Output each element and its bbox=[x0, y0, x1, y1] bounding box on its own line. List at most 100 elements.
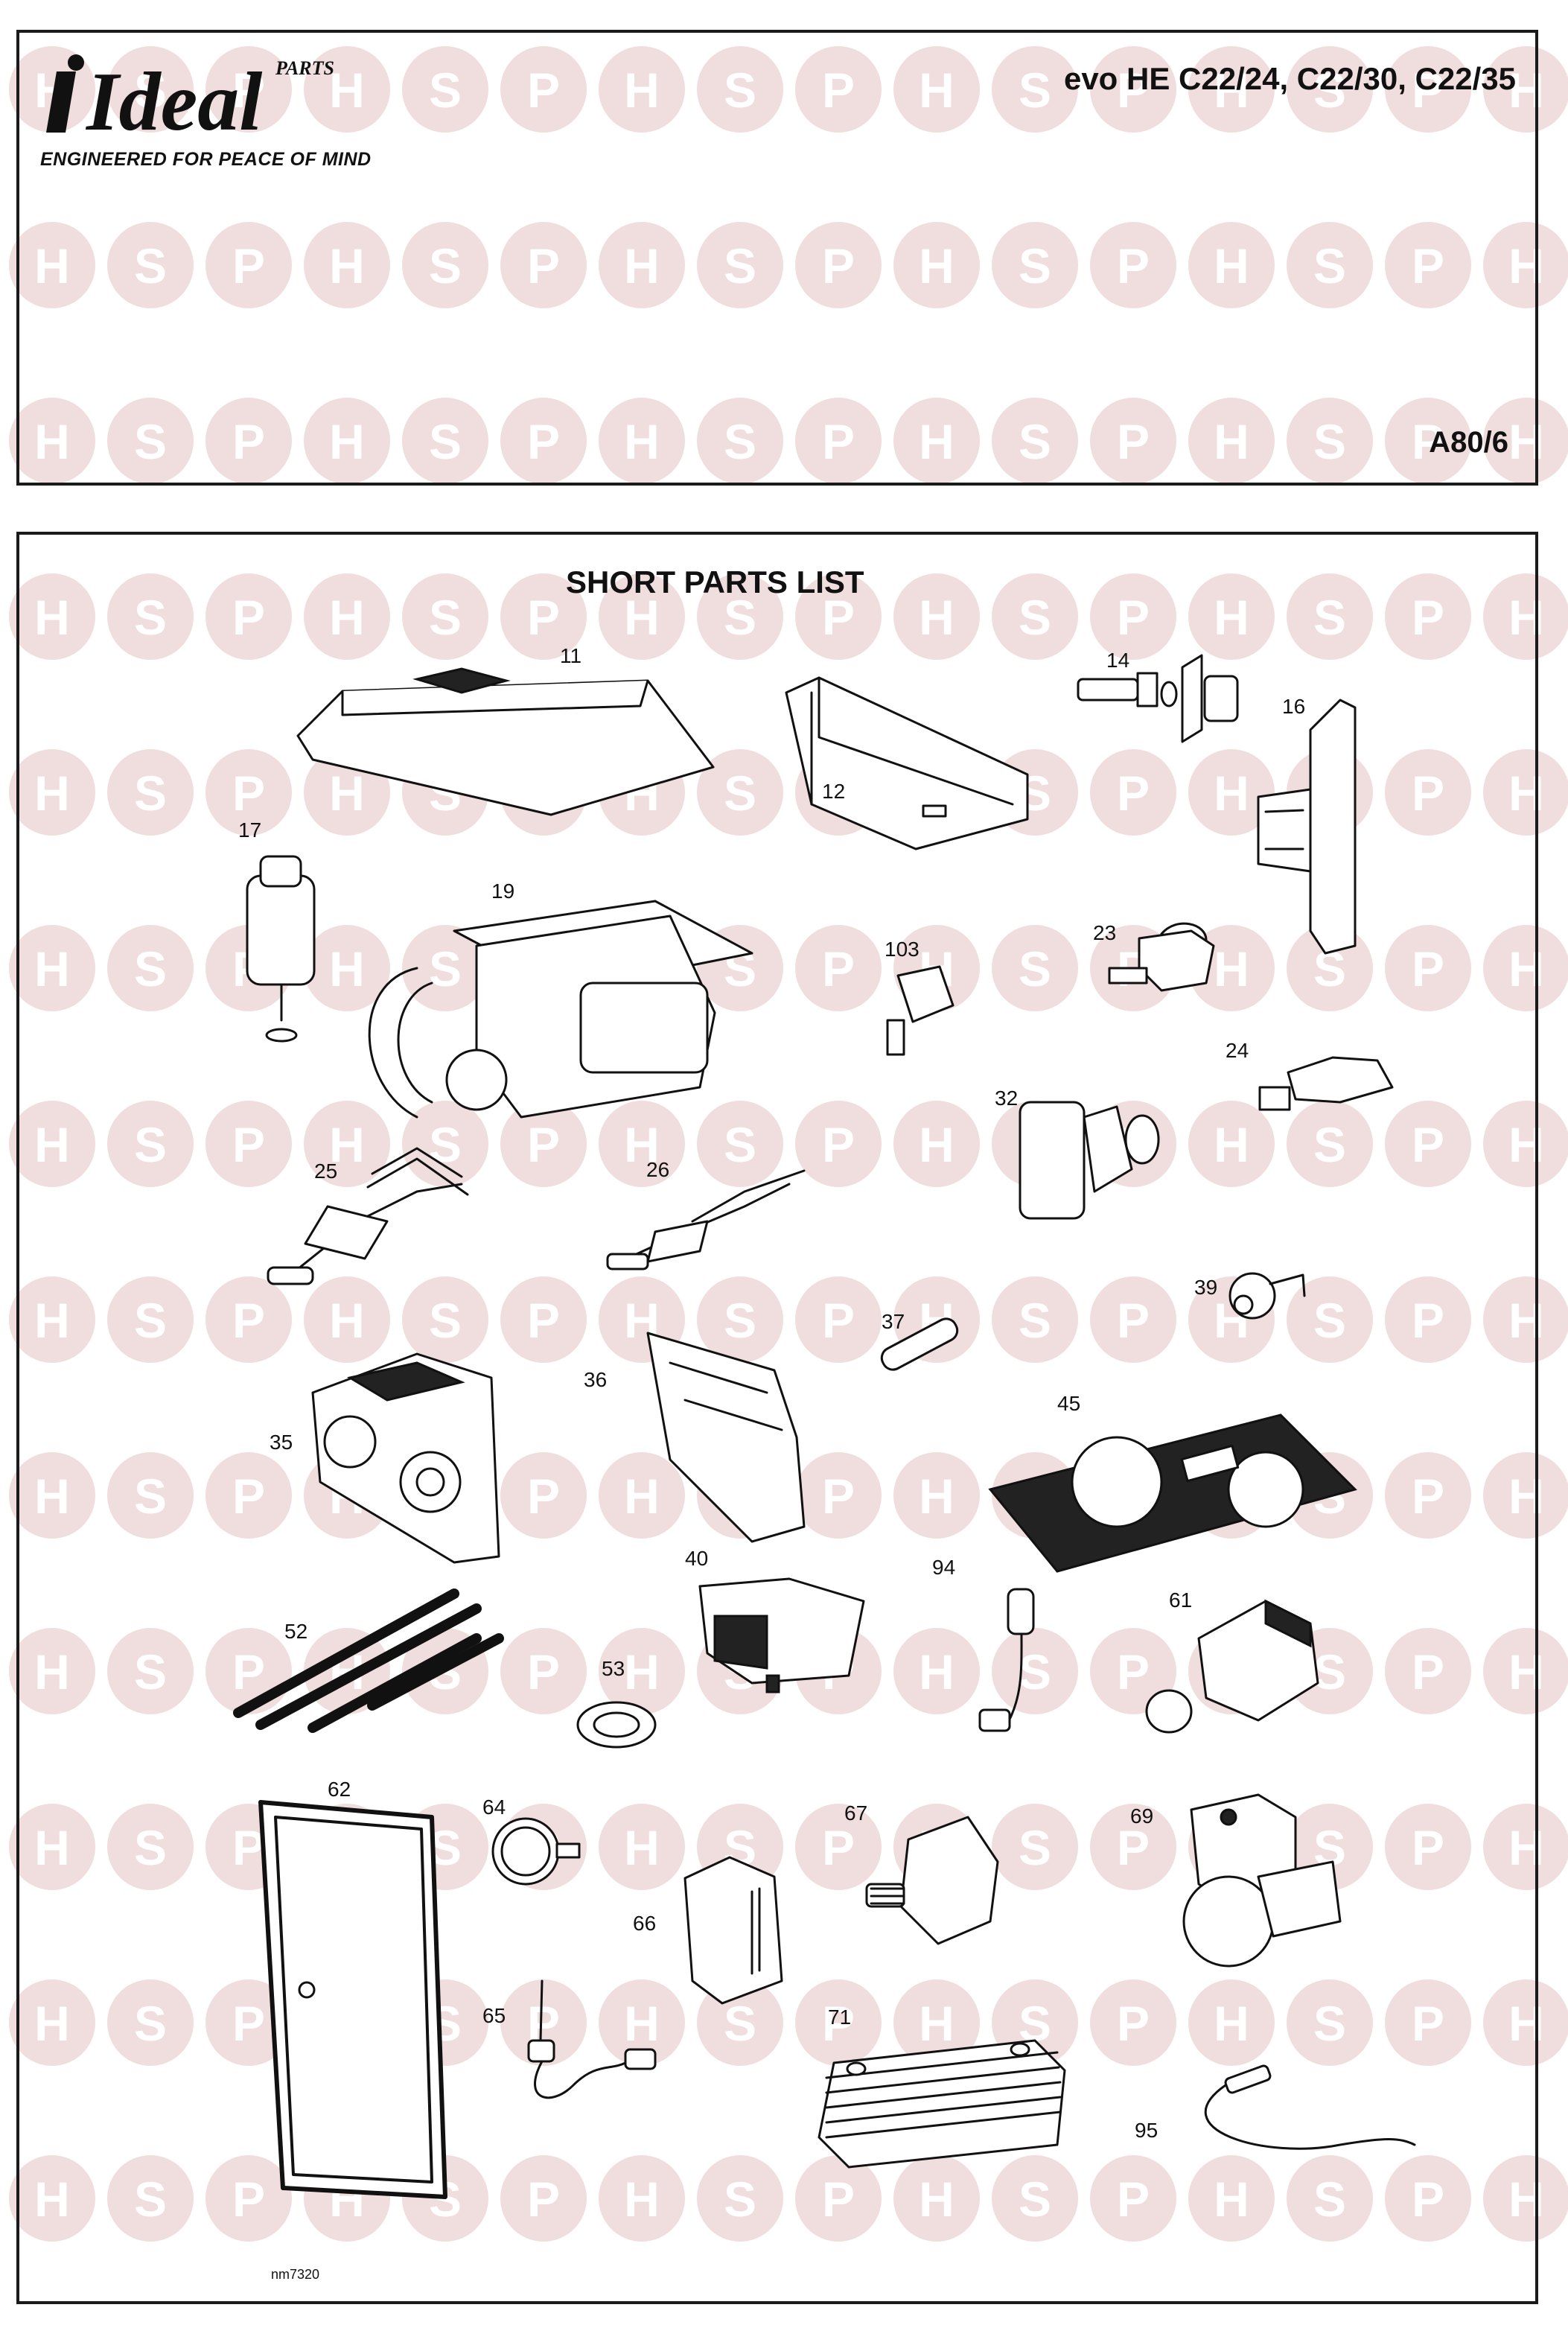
watermark-letter: P bbox=[232, 63, 265, 118]
watermark-letter: S bbox=[134, 1996, 167, 2051]
watermark-letter: P bbox=[1117, 414, 1150, 469]
watermark-letter: S bbox=[134, 766, 167, 821]
watermark-circle bbox=[107, 1276, 194, 1363]
watermark-circle bbox=[205, 398, 292, 484]
watermark-letter: S bbox=[134, 1293, 167, 1348]
parts-frame bbox=[16, 532, 1538, 2304]
watermark-letter: S bbox=[1313, 1293, 1346, 1348]
part-number-40: 40 bbox=[685, 1547, 708, 1570]
watermark-letter: S bbox=[724, 590, 756, 645]
watermark-letter: P bbox=[527, 1293, 560, 1348]
watermark-circle bbox=[697, 46, 783, 133]
watermark-letter: S bbox=[429, 1293, 462, 1348]
watermark-letter: P bbox=[232, 1469, 265, 1524]
watermark-letter: P bbox=[1117, 766, 1150, 821]
part-number-35: 35 bbox=[270, 1431, 293, 1454]
header-frame bbox=[16, 30, 1538, 486]
watermark-letter: S bbox=[724, 2172, 756, 2227]
watermark-circle bbox=[107, 1804, 194, 1890]
part-number-62: 62 bbox=[328, 1778, 351, 1801]
watermark-letter: H bbox=[329, 63, 365, 118]
watermark-letter: H bbox=[34, 1996, 70, 2051]
watermark-circle bbox=[697, 398, 783, 484]
watermark-letter: P bbox=[232, 1293, 265, 1348]
watermark-circle bbox=[992, 1804, 1078, 1890]
watermark-letter: P bbox=[1412, 1469, 1444, 1524]
watermark-circle bbox=[107, 573, 194, 660]
sensor-fitting-icon bbox=[1077, 654, 1239, 743]
watermark-circle bbox=[795, 1276, 882, 1363]
watermark-circle bbox=[205, 46, 292, 133]
ignition-lead-icon bbox=[978, 1588, 1035, 1732]
watermark-letter: P bbox=[1117, 1820, 1150, 1875]
pump-head-icon bbox=[683, 1856, 783, 2005]
part-number-103: 103 bbox=[885, 938, 920, 961]
watermark-circle bbox=[1483, 222, 1568, 308]
watermark-circle bbox=[1090, 398, 1176, 484]
sensor-lead-icon bbox=[1204, 2064, 1416, 2150]
watermark-circle bbox=[697, 573, 783, 660]
watermark-circle bbox=[9, 925, 95, 1011]
watermark-circle bbox=[9, 1979, 95, 2066]
watermark-letter: P bbox=[1412, 1117, 1444, 1172]
watermark-letter: P bbox=[1117, 238, 1150, 293]
watermark-letter: P bbox=[822, 941, 855, 996]
watermark-circle bbox=[9, 1628, 95, 1714]
watermark-letter: P bbox=[822, 2172, 855, 2227]
control-box-icon bbox=[1257, 699, 1357, 955]
watermark-letter: P bbox=[1117, 1293, 1150, 1348]
watermark-letter: H bbox=[329, 414, 365, 469]
watermark-letter: H bbox=[624, 414, 660, 469]
part-number-14: 14 bbox=[1106, 649, 1129, 672]
watermark-letter: H bbox=[1214, 766, 1249, 821]
watermark-letter: P bbox=[822, 1996, 855, 2051]
watermark-circle bbox=[1090, 2155, 1176, 2242]
watermark-circle bbox=[402, 398, 488, 484]
watermark-letter: S bbox=[1019, 590, 1051, 645]
watermark-circle bbox=[599, 2155, 685, 2242]
watermark-letter: P bbox=[232, 1644, 265, 1699]
watermark-circle bbox=[893, 1628, 980, 1714]
watermark-circle bbox=[893, 222, 980, 308]
watermark-letter: H bbox=[34, 1293, 70, 1348]
watermark-circle bbox=[697, 749, 783, 836]
watermark-circle bbox=[1287, 2155, 1373, 2242]
watermark-circle bbox=[1090, 1628, 1176, 1714]
watermark-letter: H bbox=[919, 63, 954, 118]
watermark-circle bbox=[1483, 398, 1568, 484]
watermark-circle bbox=[599, 1979, 685, 2066]
watermark-circle bbox=[9, 1101, 95, 1187]
watermark-circle bbox=[107, 1452, 194, 1539]
watermark-circle bbox=[9, 222, 95, 308]
pcb-cover-icon bbox=[646, 1332, 806, 1543]
watermark-letter: P bbox=[822, 238, 855, 293]
watermark-circle bbox=[1483, 1804, 1568, 1890]
casing-seal-icon bbox=[258, 1800, 447, 2199]
part-number-66: 66 bbox=[633, 1912, 656, 1935]
watermark-circle bbox=[1188, 398, 1275, 484]
watermark-circle bbox=[107, 1628, 194, 1714]
watermark-circle bbox=[9, 573, 95, 660]
model-title: evo HE C22/24, C22/30, C22/35 bbox=[1063, 61, 1516, 96]
transformer-icon bbox=[698, 1577, 865, 1693]
watermark-circle bbox=[500, 1101, 587, 1187]
watermark-circle bbox=[1385, 925, 1471, 1011]
watermark-circle bbox=[697, 222, 783, 308]
watermark-circle bbox=[500, 2155, 587, 2242]
watermark-circle bbox=[402, 1276, 488, 1363]
watermark-letter: H bbox=[624, 1644, 660, 1699]
watermark-circle bbox=[599, 1101, 685, 1187]
watermark-circle bbox=[697, 1101, 783, 1187]
watermark-letter: H bbox=[329, 941, 365, 996]
watermark-circle bbox=[992, 925, 1078, 1011]
watermark-letter: H bbox=[34, 766, 70, 821]
part-number-37: 37 bbox=[882, 1310, 905, 1333]
watermark-circle bbox=[1287, 398, 1373, 484]
watermark-circle bbox=[795, 1804, 882, 1890]
watermark-circle bbox=[304, 573, 390, 660]
bracket-tray-icon bbox=[785, 676, 1029, 850]
elbow-fitting-icon bbox=[1145, 1599, 1319, 1734]
watermark-circle bbox=[1287, 1101, 1373, 1187]
watermark-letter: P bbox=[1117, 2172, 1150, 2227]
part-number-26: 26 bbox=[646, 1158, 669, 1181]
